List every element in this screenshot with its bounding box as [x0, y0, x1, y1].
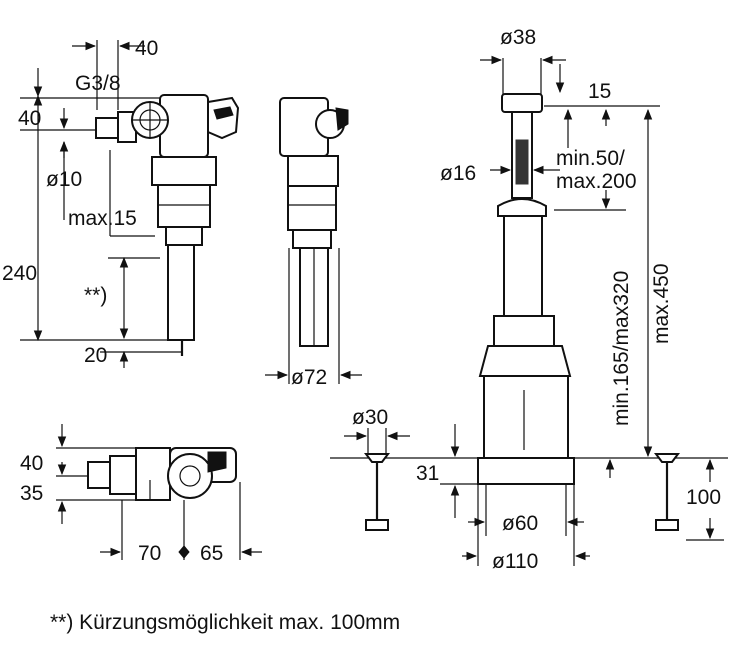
foot-diameter-label: ø30 — [352, 406, 388, 429]
top-height-label: 15 — [588, 80, 611, 103]
inlet-height-label: 40 — [18, 107, 41, 130]
side-view-dimensions — [265, 248, 362, 384]
bottom-diameter-label: ø60 — [502, 512, 538, 535]
fill-valve-front-view — [95, 94, 240, 356]
footnote: **) Kürzungsmöglichkeit max. 100mm — [50, 611, 401, 634]
total-height-label: 240 — [2, 262, 37, 285]
flush-valve-dimensions — [330, 55, 728, 566]
foot-height-label: 100 — [686, 486, 721, 509]
plan-view-dimensions — [56, 424, 262, 560]
flange-diameter-label: ø110 — [492, 550, 538, 573]
thread-label: G3/8 — [75, 72, 121, 95]
inlet-width-label: 40 — [135, 37, 158, 60]
flush-valve-drawing — [477, 93, 575, 485]
plan-height-bottom-label: 35 — [20, 482, 43, 505]
fill-valve-plan-view — [87, 447, 237, 501]
left-foot — [364, 453, 390, 531]
front-view-dimensions — [20, 40, 182, 368]
bottom-offset-label: 20 — [84, 344, 107, 367]
stroke-range-line2-label: max.200 — [556, 170, 637, 193]
plan-width-left-label: 70 — [138, 542, 161, 565]
max-offset-label: max.15 — [68, 207, 137, 230]
height-range-label: min.165/max320 — [610, 271, 633, 426]
shortening-label: **) — [84, 284, 107, 307]
plan-height-top-label: 40 — [20, 452, 43, 475]
max-height-label: max.450 — [650, 263, 673, 344]
plan-width-right-label: 65 — [200, 542, 223, 565]
inlet-diameter-label: ø10 — [46, 168, 82, 191]
stroke-range-line1-label: min.50/ — [556, 147, 625, 170]
right-foot — [654, 453, 680, 531]
fill-valve-side-view — [279, 97, 349, 347]
rod-diameter-label: ø16 — [440, 162, 476, 185]
body-diameter-label: ø72 — [291, 366, 327, 389]
base-height-label: 31 — [416, 462, 439, 485]
foot-dimensions — [344, 428, 724, 541]
top-diameter-label: ø38 — [500, 26, 536, 49]
